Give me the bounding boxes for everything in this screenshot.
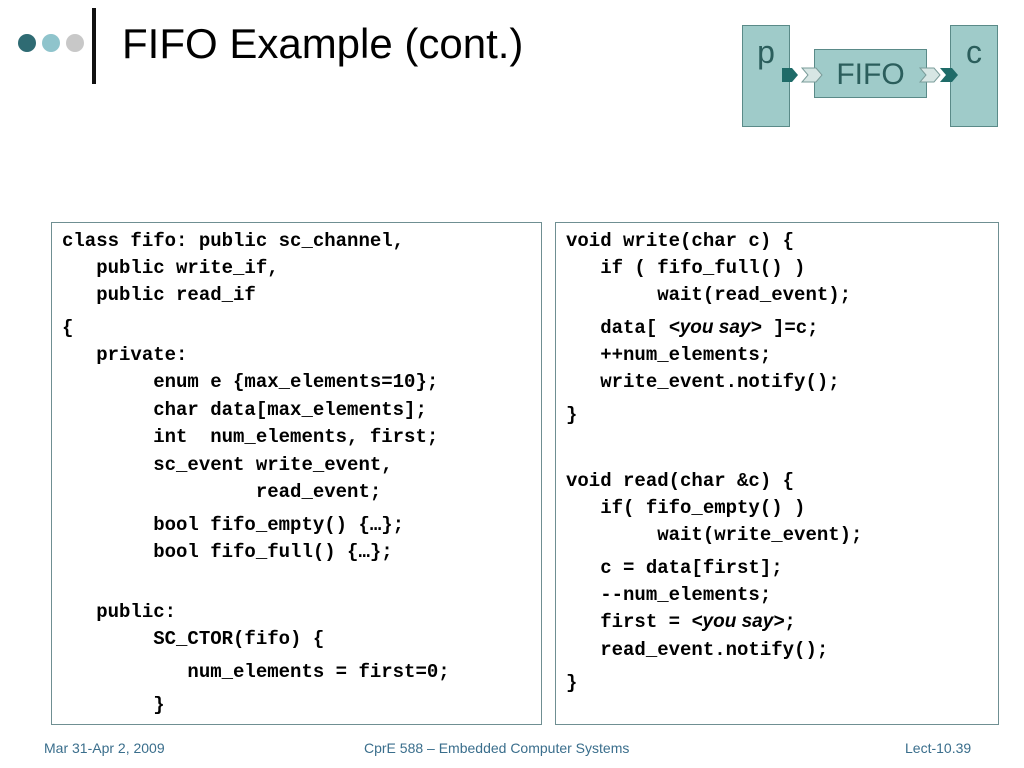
code-line: public write_if,	[62, 257, 279, 279]
code-line: enum e {max_elements=10};	[62, 371, 439, 393]
code-line: sc_event write_event,	[62, 454, 393, 476]
code-line: ++num_elements;	[566, 344, 772, 366]
producer-port-icon	[782, 68, 798, 82]
code-line: void read(char &c) {	[566, 470, 795, 492]
code-line: void write(char c) {	[566, 230, 795, 252]
bullet-dot-dark	[18, 34, 36, 52]
you-say-placeholder: <you say>	[668, 317, 762, 338]
code-line-with-placeholder: data[ <you say> ]=c;	[566, 317, 819, 339]
code-line: read_event.notify();	[566, 639, 829, 661]
port-arrows	[782, 67, 958, 83]
code-line: c = data[first];	[566, 557, 783, 579]
fifo-out-chevron-icon	[918, 67, 941, 83]
code-line: if ( fifo_full() )	[566, 257, 806, 279]
bullet-dot-light	[66, 34, 84, 52]
code-line: char data[max_elements];	[62, 399, 427, 421]
fifo-label: FIFO	[836, 58, 905, 91]
you-say-placeholder: <you say>	[691, 611, 785, 632]
code-line: }	[566, 672, 578, 694]
code-line: }	[62, 694, 165, 716]
code-box-class-definition: class fifo: public sc_channel, public wr…	[51, 222, 542, 725]
code-line: class fifo: public sc_channel,	[62, 230, 405, 252]
code-box-methods: void write(char c) { if ( fifo_full() ) …	[555, 222, 999, 725]
fifo-box: FIFO	[814, 49, 927, 98]
code-line: read_event;	[62, 481, 382, 503]
bullet-dot-mid	[42, 34, 60, 52]
slide-title: FIFO Example (cont.)	[122, 20, 524, 67]
code-line: wait(read_event);	[566, 284, 852, 306]
code-line: int num_elements, first;	[62, 426, 439, 448]
consumer-port-icon	[940, 68, 958, 82]
code-line: bool fifo_full() {…};	[62, 541, 393, 563]
footer-date: Mar 31-Apr 2, 2009	[44, 740, 165, 756]
consumer-label: c	[966, 34, 982, 70]
code-line: public:	[62, 601, 177, 623]
code-line: {	[62, 317, 74, 339]
producer-label: p	[757, 34, 775, 70]
code-line-with-placeholder: first = <you say>;	[566, 611, 796, 633]
title-divider	[92, 8, 96, 84]
footer-slide-number: Lect-10.39	[905, 740, 972, 756]
code-line: write_event.notify();	[566, 371, 840, 393]
code-line: wait(write_event);	[566, 524, 863, 546]
code-line: private:	[62, 344, 188, 366]
code-line: num_elements = first=0;	[62, 661, 450, 683]
fifo-in-chevron-icon	[800, 67, 823, 83]
code-line: }	[566, 404, 578, 426]
code-line: SC_CTOR(fifo) {	[62, 628, 325, 650]
code-line: public read_if	[62, 284, 256, 306]
code-line: bool fifo_empty() {…};	[62, 514, 405, 536]
code-line: --num_elements;	[566, 584, 772, 606]
footer-course: CprE 588 – Embedded Computer Systems	[364, 740, 630, 756]
code-line: if( fifo_empty() )	[566, 497, 806, 519]
